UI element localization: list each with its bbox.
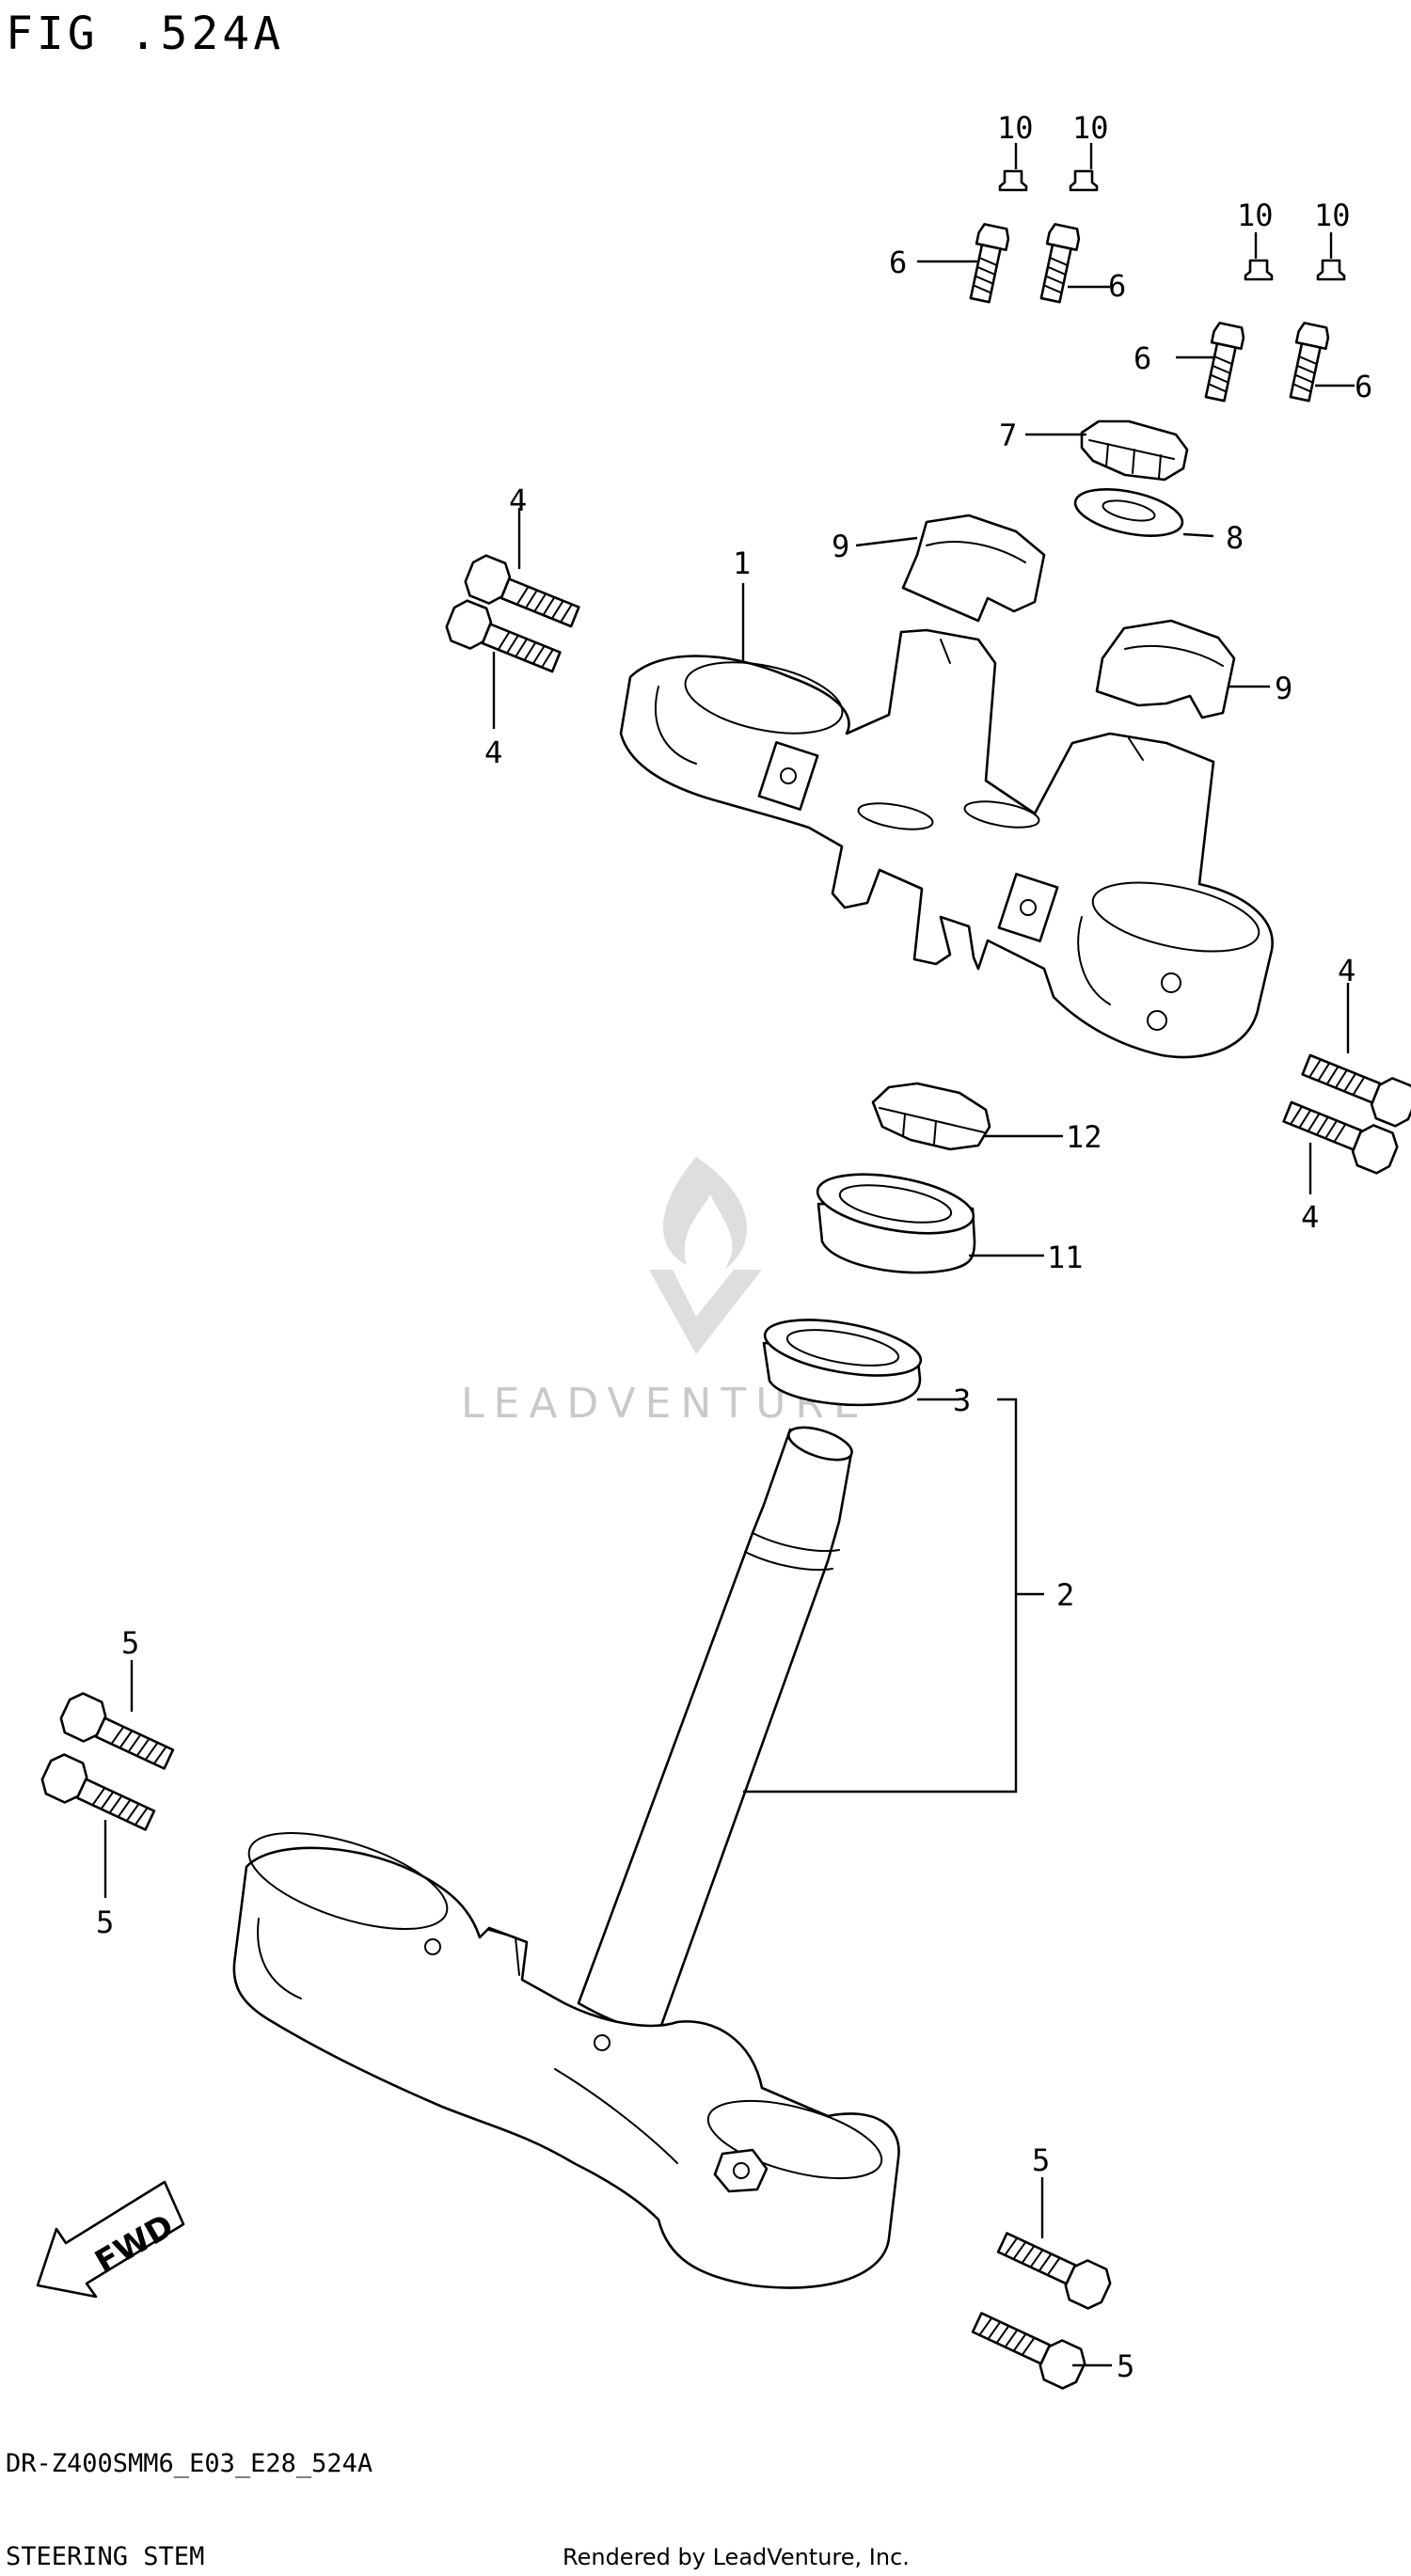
callout-6: 6 xyxy=(1108,268,1126,304)
callout-6: 6 xyxy=(889,245,907,280)
callout-9: 9 xyxy=(832,529,849,564)
callout-10: 10 xyxy=(1237,198,1274,233)
figure-title: FIG .524A xyxy=(6,8,284,60)
render-credit: Rendered by LeadVenture, Inc. xyxy=(563,2544,910,2570)
part-7-stem-nut xyxy=(1080,419,1189,482)
part-8-washer xyxy=(1073,488,1184,537)
callout-6: 6 xyxy=(1355,369,1372,404)
part-3-bearing xyxy=(762,1319,923,1407)
part-12-nut xyxy=(871,1082,991,1151)
section-name: STEERING STEM xyxy=(6,2542,204,2571)
callout-10: 10 xyxy=(1072,110,1109,146)
callout-6: 6 xyxy=(1134,340,1151,376)
callout-5: 5 xyxy=(1032,2142,1050,2178)
callout-10: 10 xyxy=(1314,198,1351,233)
callout-2: 2 xyxy=(1056,1577,1074,1613)
part-11-bearing xyxy=(816,1173,976,1274)
callout-4: 4 xyxy=(1338,953,1356,988)
part-2-steering-stem xyxy=(232,1426,900,2289)
callout-4: 4 xyxy=(1301,1199,1319,1235)
part-9-handlebar-holder xyxy=(901,514,1236,719)
callout-7: 7 xyxy=(999,418,1017,453)
part-1-upper-bracket xyxy=(619,628,1274,1059)
callout-8: 8 xyxy=(1226,520,1244,556)
callout-1: 1 xyxy=(733,545,751,581)
callout-9: 9 xyxy=(1275,671,1292,706)
callout-5: 5 xyxy=(1117,2348,1134,2384)
callout-11: 11 xyxy=(1047,1240,1084,1275)
callout-12: 12 xyxy=(1066,1119,1102,1155)
callout-10: 10 xyxy=(997,110,1034,146)
callout-3: 3 xyxy=(953,1383,971,1418)
callout-labels: 10 10 10 10 6 6 6 6 7 8 9 9 1 4 4 4 4 12… xyxy=(96,110,1372,2384)
callout-5: 5 xyxy=(121,1625,139,1661)
callout-5: 5 xyxy=(96,1904,114,1940)
callout-4: 4 xyxy=(484,735,502,770)
model-code: DR-Z400SMM6_E03_E28_524A xyxy=(6,2449,373,2478)
leader-lines xyxy=(103,143,1355,2367)
forward-direction-arrow: FWD xyxy=(36,2180,185,2299)
callout-4: 4 xyxy=(509,482,527,518)
